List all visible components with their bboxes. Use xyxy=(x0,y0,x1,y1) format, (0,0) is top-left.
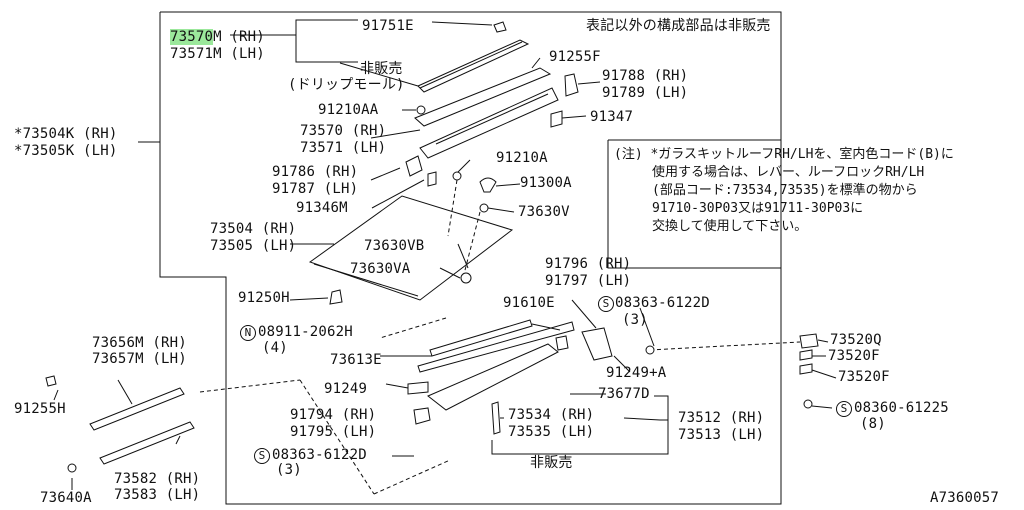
glass-roof-panel xyxy=(308,195,514,301)
rail-73656M xyxy=(89,387,185,431)
part-label-73513: 73513 (LH) xyxy=(678,427,765,443)
circle-s-icon: S xyxy=(598,296,614,312)
part-label-91786: 91786 (RH) xyxy=(272,164,359,180)
part-label-73657M: 73657M (LH) xyxy=(92,351,187,367)
rail-73613E xyxy=(417,321,575,373)
notice-line-1: (注) *ガラスキットルーフRH/LHを、室内色コード(B)に xyxy=(614,147,954,162)
non-sale-bottom-label: 非販売 xyxy=(530,455,573,471)
part-label-73505: 73505 (LH) xyxy=(210,238,297,254)
rail-91610E xyxy=(429,319,533,357)
notice-line-3: (部品コード:73534,73535)を標準の物から xyxy=(652,183,918,198)
part-label-73630VA: 73630VA xyxy=(350,261,411,277)
part-label-73534: 73534 (RH) xyxy=(508,407,595,423)
part-label-91255F: 91255F xyxy=(549,49,601,65)
part-label-73570M-suffix: M (RH) xyxy=(213,29,265,45)
roof-strip-2 xyxy=(419,87,559,159)
notice-line-2: 使用する場合は、レバー、ルーフロックRH/LH xyxy=(652,165,925,180)
part-label-91797: 91797 (LH) xyxy=(545,273,632,289)
part-label-73504: 73504 (RH) xyxy=(210,221,297,237)
part-label-91210AA: 91210AA xyxy=(318,102,379,118)
notice-line-4: 91710-30P03又は91711-30P03に xyxy=(652,201,864,216)
part-label-08363-b: 08363-6122D xyxy=(272,447,367,463)
part-label-91787: 91787 (LH) xyxy=(272,181,359,197)
part-label-73520F-2: 73520F xyxy=(838,369,890,385)
part-label-73504K: *73504K (RH) xyxy=(14,126,118,142)
part-label-91300A: 91300A xyxy=(520,175,572,191)
part-label-91610E: 91610E xyxy=(503,295,555,311)
drawing-number: A7360057 xyxy=(930,490,1000,506)
header-note: 表記以外の構成部品は非販売 xyxy=(586,18,771,34)
rail-main xyxy=(427,343,559,411)
part-label-73582: 73582 (RH) xyxy=(114,471,201,487)
part-label-91249: 91249 xyxy=(324,381,368,397)
drip-moulding xyxy=(417,39,530,93)
roof-strip-1 xyxy=(414,67,552,127)
part-91347 xyxy=(550,110,563,128)
notice-line-5: 交換して使用して下さい。 xyxy=(652,219,808,234)
frame-outline xyxy=(159,11,782,505)
part-label-73630VB: 73630VB xyxy=(364,238,425,254)
part-label-08363-b-qty: (3) xyxy=(276,462,302,478)
highlighted-part-number[interactable]: 73570 xyxy=(170,29,214,45)
part-label-91255H: 91255H xyxy=(14,401,66,417)
part-label-73571M: 73571M (LH) xyxy=(170,46,265,62)
knob-91300A xyxy=(479,177,497,193)
part-label-73512: 73512 (RH) xyxy=(678,410,765,426)
non-sale-label: 非販売 xyxy=(360,61,403,77)
part-label-08911-qty: (4) xyxy=(262,340,288,356)
circle-s-icon: S xyxy=(254,448,270,464)
part-label-91346M: 91346M xyxy=(296,200,348,216)
rail-73582 xyxy=(99,421,195,465)
part-91788 xyxy=(564,73,579,97)
circle-n-icon: N xyxy=(240,325,256,341)
part-91346M xyxy=(427,171,437,187)
part-label-08363-a-qty: (3) xyxy=(622,312,648,328)
part-label-73677D: 73677D xyxy=(598,386,650,402)
part-label-08363-a: 08363-6122D xyxy=(615,295,710,311)
part-label-08360-qty: (8) xyxy=(860,416,886,432)
part-label-91249A: 91249+A xyxy=(606,365,667,381)
part-label-08911: 08911-2062H xyxy=(258,324,353,340)
part-label-73630V: 73630V xyxy=(518,204,570,220)
part-label-91796: 91796 (RH) xyxy=(545,256,632,272)
drip-moulding-label: (ドリップモール) xyxy=(288,77,405,93)
part-label-73570: 73570 (RH) xyxy=(300,123,387,139)
clip-91751E xyxy=(493,21,507,33)
part-label-91250H: 91250H xyxy=(238,290,290,306)
part-label-91795: 91795 (LH) xyxy=(290,424,377,440)
part-label-91788: 91788 (RH) xyxy=(602,68,689,84)
notice-box xyxy=(607,139,782,269)
part-label-73613E: 73613E xyxy=(330,352,382,368)
part-label-73640A: 73640A xyxy=(40,490,92,506)
part-label-73520Q: 73520Q xyxy=(830,332,882,348)
part-label-73535: 73535 (LH) xyxy=(508,424,595,440)
part-label-91794: 91794 (RH) xyxy=(290,407,377,423)
part-label-73505K: *73505K (LH) xyxy=(14,143,118,159)
circle-s-icon: S xyxy=(836,401,852,417)
part-label-73520F-1: 73520F xyxy=(828,348,880,364)
part-label-91347: 91347 xyxy=(590,109,634,125)
part-label-91789: 91789 (LH) xyxy=(602,85,689,101)
lever-73534 xyxy=(491,401,501,435)
part-label-73656M: 73656M (RH) xyxy=(92,335,187,351)
lock-bracket xyxy=(581,327,613,361)
part-label-91751E: 91751E xyxy=(362,18,414,34)
part-label-73571: 73571 (LH) xyxy=(300,140,387,156)
part-label-73570M: 73570M (RH) xyxy=(170,29,265,45)
part-label-08360: 08360-61225 xyxy=(854,400,949,416)
part-label-73583: 73583 (LH) xyxy=(114,487,201,503)
part-label-91210A: 91210A xyxy=(496,150,548,166)
part-91786 xyxy=(405,155,423,177)
